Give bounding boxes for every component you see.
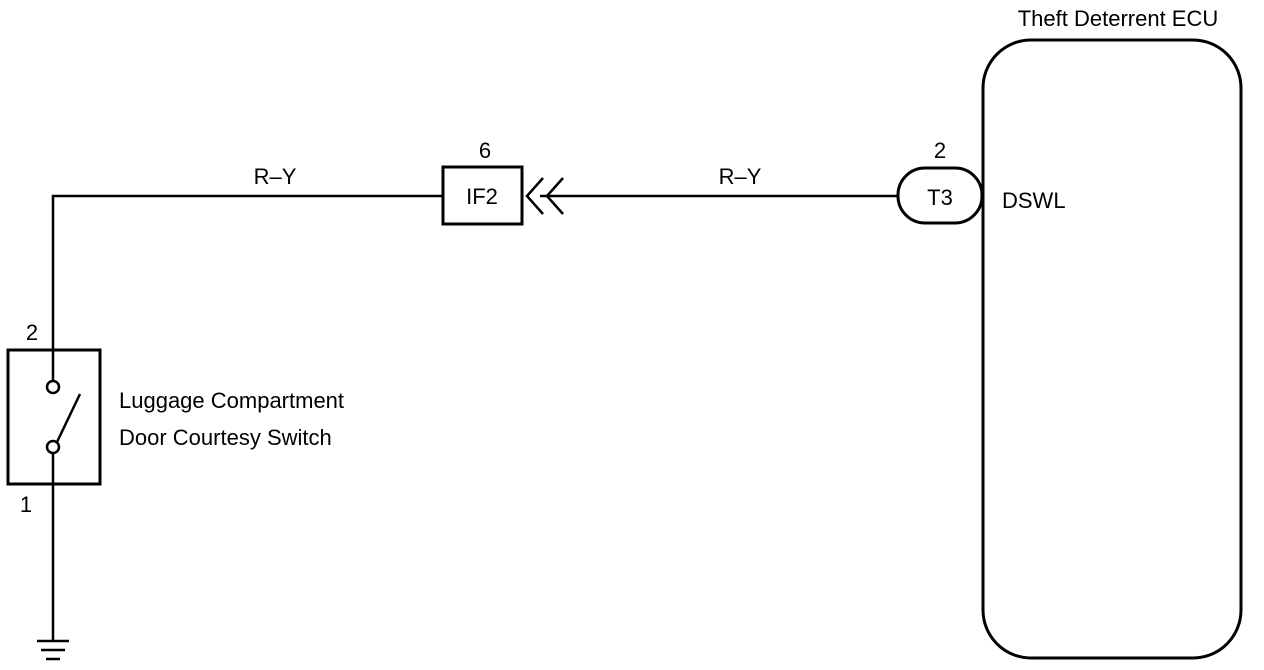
connector-chevron-icon [525,177,564,215]
ecu-box [981,38,1243,660]
wire-left [51,194,443,350]
connector-if2-label: IF2 [466,184,498,209]
switch-name-line2: Door Courtesy Switch [119,425,332,450]
switch-pin-bottom: 1 [20,492,32,517]
connector-if2-pin: 6 [479,138,491,163]
switch-name-line1: Luggage Compartment [119,388,344,413]
ecu-title: Theft Deterrent ECU [1018,6,1219,31]
switch-contact-icon [45,350,82,484]
wire-color-left: R–Y [254,164,297,189]
ground-icon [37,639,69,661]
connector-t3-label: T3 [927,185,953,210]
connector-if2 [441,165,524,226]
switch-pin-top: 2 [26,320,38,345]
ecu-terminal-label: DSWL [1002,188,1066,213]
wire-color-right: R–Y [719,164,762,189]
connector-t3-pin: 2 [934,138,946,163]
